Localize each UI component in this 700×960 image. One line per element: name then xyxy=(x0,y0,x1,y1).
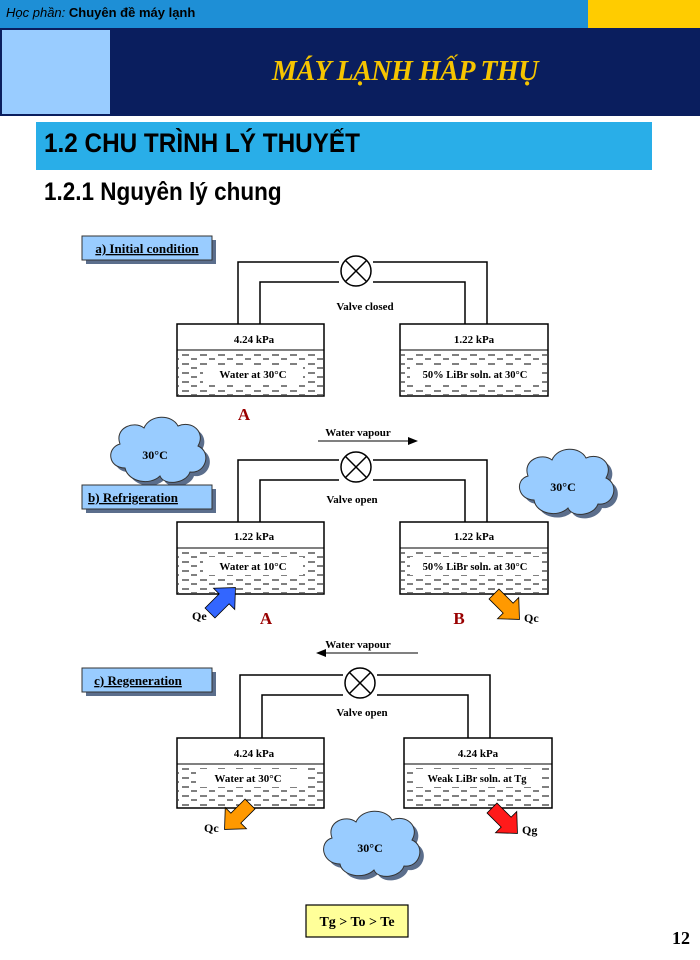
panel-c-label: c) Regeneration xyxy=(94,673,182,688)
valve-icon xyxy=(344,667,376,699)
panel-c-label-box xyxy=(81,667,213,693)
heat-out-arrow-icon xyxy=(224,798,256,830)
panel-a-label-box xyxy=(81,235,213,261)
title-side-box xyxy=(2,30,110,114)
course-name: Chuyên đề máy lạnh xyxy=(68,5,196,20)
panel-c-valve-label: Valve open xyxy=(336,707,387,719)
panel-b-right-heat: Qc xyxy=(524,611,539,625)
panel-c-right-pressure: 4.24 kPa xyxy=(458,748,499,760)
heat-in-arrow-icon xyxy=(204,587,236,619)
section-bar xyxy=(36,122,652,170)
heat-in-arrow-icon xyxy=(486,802,518,834)
panel-c: Water vapour c) Regeneration Valve open … xyxy=(81,639,553,881)
relation-box xyxy=(305,904,409,938)
temperature-relation: Tg > To > Te xyxy=(319,915,394,930)
section-heading: 1.2 CHU TRÌNH LÝ THUYẾT xyxy=(44,128,360,158)
panel-b-right-tag: B xyxy=(453,609,464,628)
panel-b-right-content: 50% LiBr soln. at 30°C xyxy=(423,562,528,573)
panel-b-left-tag: A xyxy=(260,609,273,628)
panel-b-right-pressure: 1.22 kPa xyxy=(454,531,495,543)
panel-a-left-content: Water at 30°C xyxy=(219,369,286,381)
panel-a-label: a) Initial condition xyxy=(95,241,199,256)
page-number: 12 xyxy=(672,928,690,948)
arrowhead xyxy=(316,649,326,657)
heat-out-arrow-icon xyxy=(488,588,520,620)
content-label-bg xyxy=(410,365,540,383)
content-label-bg xyxy=(410,557,540,575)
panel-a-right-pressure: 1.22 kPa xyxy=(454,334,495,346)
content-label-bg xyxy=(196,769,308,787)
course-label: Học phần: Chuyên đề máy lạnh xyxy=(6,5,195,20)
panel-b-flow-label: Water vapour xyxy=(325,427,391,439)
panel-a-left-pressure: 4.24 kPa xyxy=(234,334,275,346)
panel-b-left-heat: Qe xyxy=(192,609,207,623)
slide-title: MÁY LẠNH HẤP THỤ xyxy=(271,56,539,87)
section-subheading: 1.2.1 Nguyên lý chung xyxy=(44,178,282,206)
panel-b-left-content: Water at 10°C xyxy=(219,561,286,573)
panel-b-right-ambient: 30°C xyxy=(550,480,575,494)
panel-a-right-content: 50% LiBr soln. at 30°C xyxy=(423,370,528,381)
panel-c-left-heat: Qc xyxy=(204,821,219,835)
valve-icon xyxy=(340,255,372,287)
panel-b-label: b) Refrigeration xyxy=(88,490,179,505)
panel-c-right-heat: Qg xyxy=(522,823,537,837)
cloud-icon xyxy=(519,448,618,519)
panel-b: Water vapour 30°C 30°C b) Refrigeration … xyxy=(81,416,618,628)
panel-c-ambient: 30°C xyxy=(357,841,382,855)
arrowhead xyxy=(408,437,418,445)
title-band xyxy=(0,28,700,116)
panel-c-flow-label: Water vapour xyxy=(325,639,391,651)
top-bar xyxy=(0,0,588,28)
cloud-icon xyxy=(110,416,210,487)
top-accent-block xyxy=(588,0,700,28)
content-label-bg xyxy=(416,769,540,787)
panel-a-valve-label: Valve closed xyxy=(336,301,393,313)
panel-b-left-pressure: 1.22 kPa xyxy=(234,531,275,543)
panel-a-vessel-tag: A xyxy=(238,405,251,424)
panel-c-right-content: Weak LiBr soln. at Tg xyxy=(427,774,527,785)
content-label-bg xyxy=(203,365,303,383)
valve-icon xyxy=(340,451,372,483)
cloud-icon xyxy=(323,810,424,881)
content-label-bg xyxy=(203,557,303,575)
panel-b-valve-label: Valve open xyxy=(326,494,377,506)
panel-a: a) Initial condition Valve closed 4.24 k… xyxy=(81,235,549,424)
panel-b-left-ambient: 30°C xyxy=(142,448,167,462)
panel-b-label-box xyxy=(81,484,213,510)
panel-c-left-pressure: 4.24 kPa xyxy=(234,748,275,760)
course-prefix: Học phần: xyxy=(6,5,66,20)
panel-c-left-content: Water at 30°C xyxy=(214,773,281,785)
